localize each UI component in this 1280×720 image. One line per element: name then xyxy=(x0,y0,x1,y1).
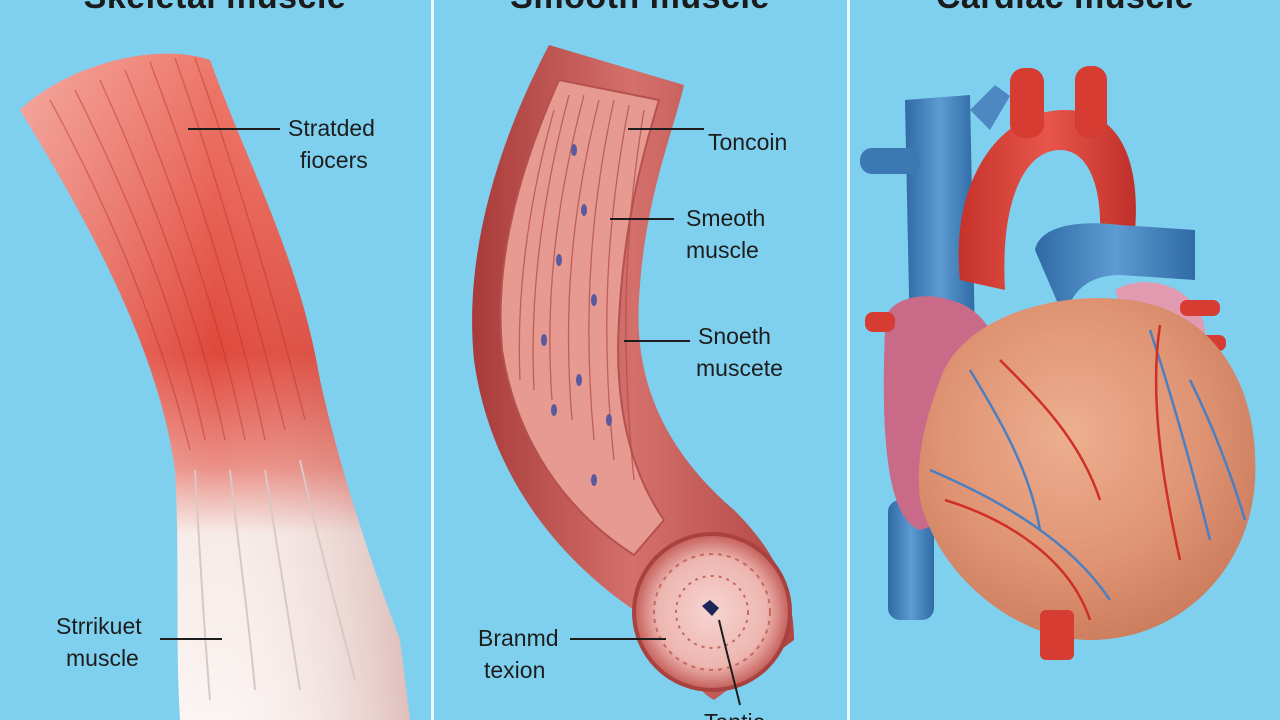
skeletal-muscle-panel: Skeletal muscle xyxy=(0,0,430,720)
label-striated-fibers-line1: Stratded xyxy=(288,115,375,141)
label-smooth-muscle-2-line1: Snoeth xyxy=(698,323,771,349)
label-smooth-muscle-1-line1: Smeoth xyxy=(686,205,766,231)
leader-striated-muscle xyxy=(160,638,222,640)
superior-vena-cava xyxy=(905,95,975,345)
skeletal-muscle-illustration xyxy=(20,53,410,720)
pulmonary-artery xyxy=(1035,223,1195,320)
label-smooth-muscle-2-line2: muscete xyxy=(696,355,783,381)
aortic-arch xyxy=(958,110,1136,290)
smooth-muscle-panel: Smooth muscle xyxy=(434,0,846,720)
smooth-muscle-nuclei xyxy=(541,144,612,486)
muscle-fiber-striations xyxy=(49,57,306,451)
leader-striated-fibers xyxy=(188,128,280,130)
tendon-fibers xyxy=(194,459,356,701)
label-branched-texion: Branmd texion xyxy=(478,622,559,686)
panel-divider-1 xyxy=(431,0,434,720)
label-branched-texion-line2: texion xyxy=(484,657,546,683)
leader-branched-texion xyxy=(570,638,666,640)
label-striated-fibers: Stratded fiocers xyxy=(288,112,375,176)
label-striated-muscle-line2: muscle xyxy=(66,645,139,671)
panel-title-skeletal: Skeletal muscle xyxy=(0,0,430,17)
label-branched-texion-line1: Branmd xyxy=(478,625,559,651)
label-striated-muscle: Strrikuet muscle xyxy=(56,610,142,674)
coronary-vessels xyxy=(929,324,1247,621)
smooth-muscle-illustration xyxy=(472,45,794,706)
panel-title-cardiac: Cardiac muscle xyxy=(850,0,1280,17)
heart-illustration xyxy=(860,66,1256,660)
panel-divider-2 xyxy=(847,0,850,720)
label-striated-fibers-line2: fiocers xyxy=(300,147,368,173)
cardiac-muscle-panel: Cardiac muscle xyxy=(850,0,1280,720)
label-toncoin: Toncoin xyxy=(708,129,788,155)
label-smooth-muscle-1: Smeoth muscle xyxy=(686,202,765,266)
leader-smooth-muscle-1 xyxy=(610,218,674,220)
label-bottom-partial: Tantie xyxy=(704,706,765,720)
inferior-vena-cava xyxy=(888,500,934,620)
label-striated-muscle-line1: Strrikuet xyxy=(56,613,142,639)
smooth-muscle-fibers xyxy=(518,94,645,481)
leader-toncoin xyxy=(628,128,704,130)
vessel-inner-tissue xyxy=(499,78,666,557)
label-smooth-muscle-2: Snoeth muscete xyxy=(696,320,783,384)
descending-aorta xyxy=(1040,610,1074,660)
panel-title-smooth: Smooth muscle xyxy=(434,0,846,17)
label-smooth-muscle-1-line2: muscle xyxy=(686,237,759,263)
leader-smooth-muscle-2 xyxy=(624,340,690,342)
